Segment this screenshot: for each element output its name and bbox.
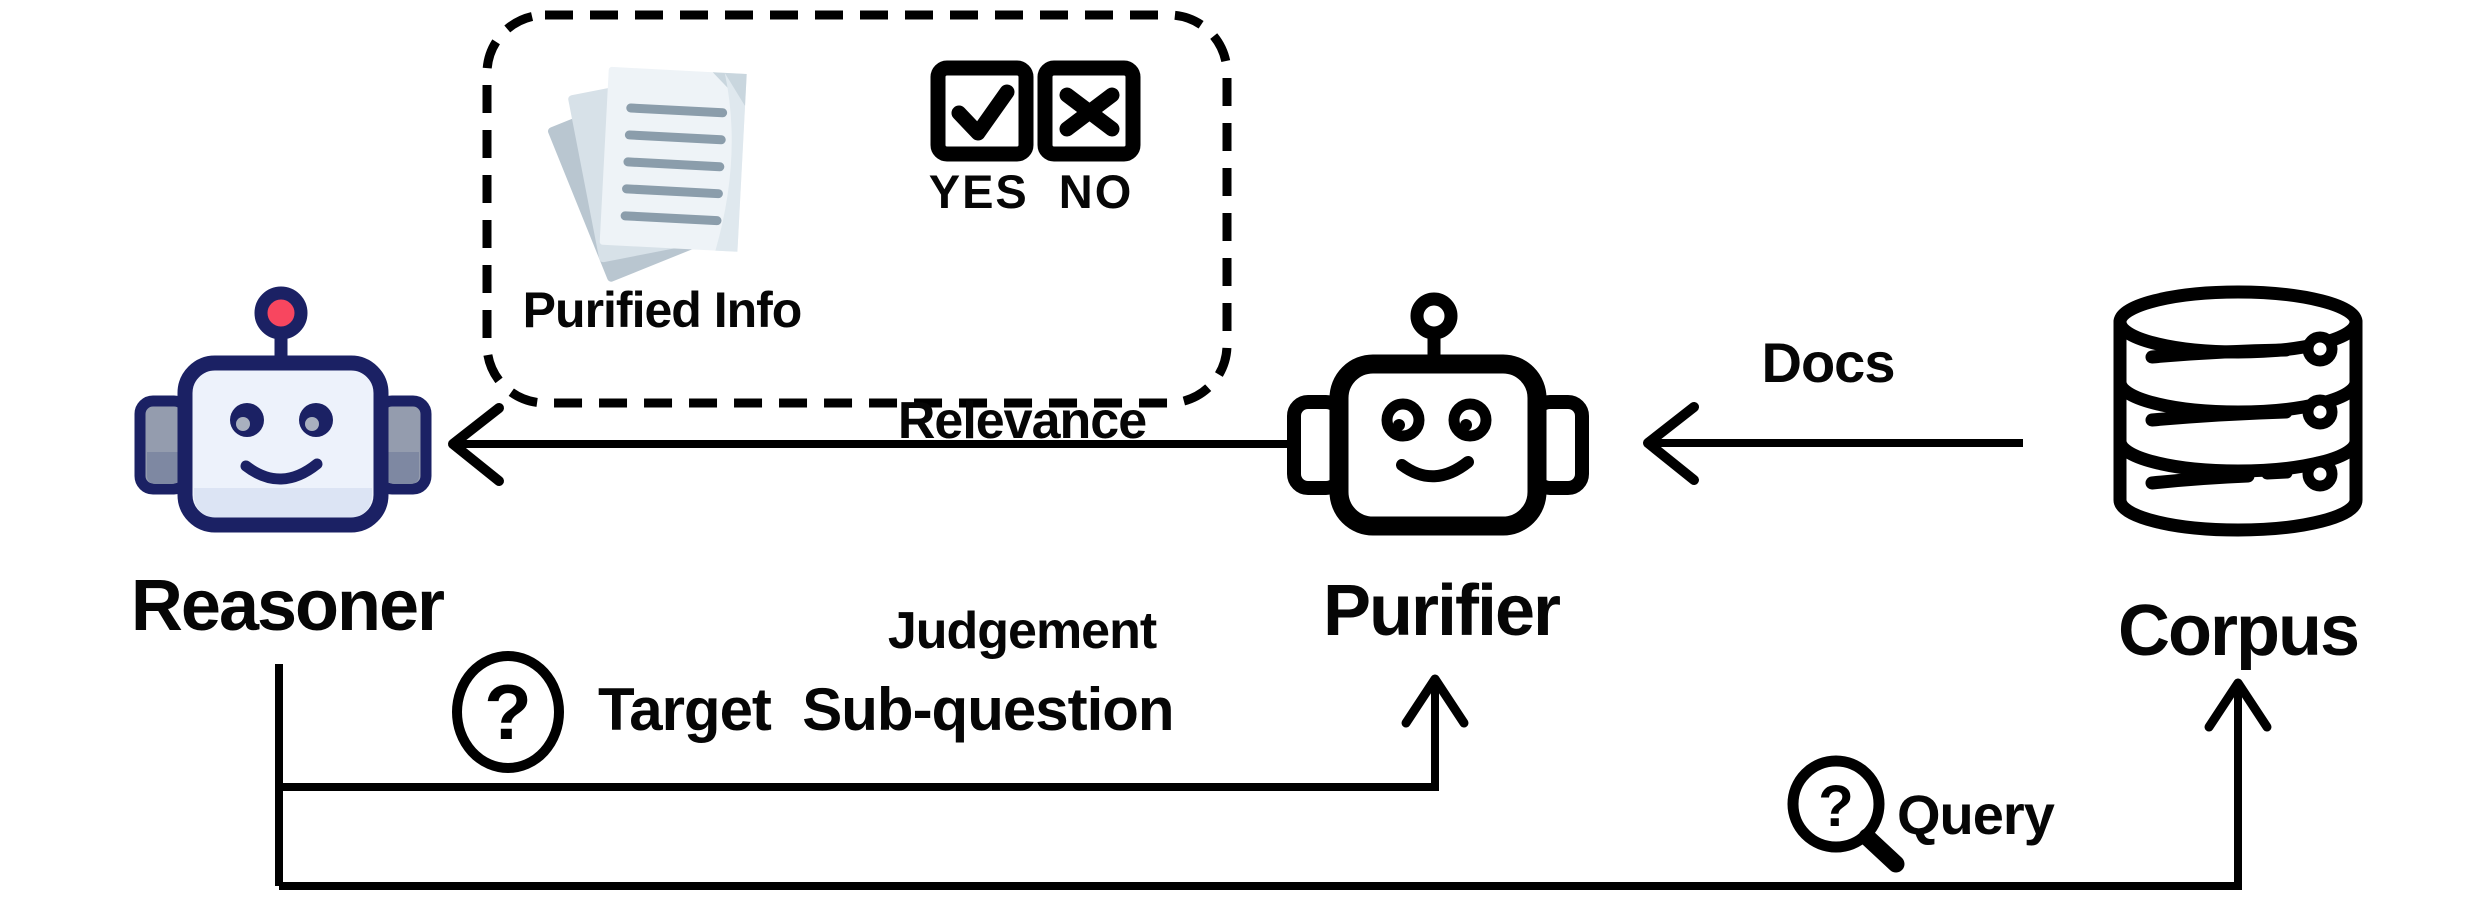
question-mark-glyph: ? xyxy=(1818,774,1853,839)
search-question-icon: ? xyxy=(1787,755,1905,873)
reasoner-label: Reasoner xyxy=(130,566,445,646)
arrow-purifier-to-reasoner xyxy=(448,403,1292,486)
checkbox-yes-icon xyxy=(930,60,1034,162)
purifier-robot-icon xyxy=(1287,292,1589,536)
relevance-judgement-label: Relevance Judgement xyxy=(887,246,1157,806)
query-flow-label: Query xyxy=(1897,783,2055,846)
docs-flow-label: Docs xyxy=(1761,331,1896,394)
target-subquestion-flow-label: Target Sub-question xyxy=(598,676,1175,743)
reasoner-robot-icon xyxy=(134,286,432,533)
yes-no-labels: YES NO xyxy=(929,164,1134,219)
question-mark-glyph: ? xyxy=(484,668,532,756)
question-circle-icon: ? xyxy=(452,651,564,773)
corpus-label: Corpus xyxy=(2118,591,2360,671)
no-label: NO xyxy=(1058,165,1134,218)
relevance-line1: Relevance xyxy=(897,392,1147,450)
purifier-label: Purifier xyxy=(1322,571,1561,651)
arrow-reasoner-to-purifier xyxy=(275,664,1469,886)
documents-icon xyxy=(548,66,747,282)
relevance-line2: Judgement xyxy=(887,602,1157,660)
checkbox-no-icon xyxy=(1037,60,1141,162)
corpus-database-icon xyxy=(2113,285,2363,537)
purified-info-label: Purified Info xyxy=(522,282,803,338)
arrow-reasoner-to-corpus xyxy=(279,678,2272,890)
yes-label: YES xyxy=(928,165,1029,218)
arrow-corpus-to-purifier xyxy=(1643,402,2023,485)
reasoner-antenna-bulb xyxy=(254,286,308,340)
